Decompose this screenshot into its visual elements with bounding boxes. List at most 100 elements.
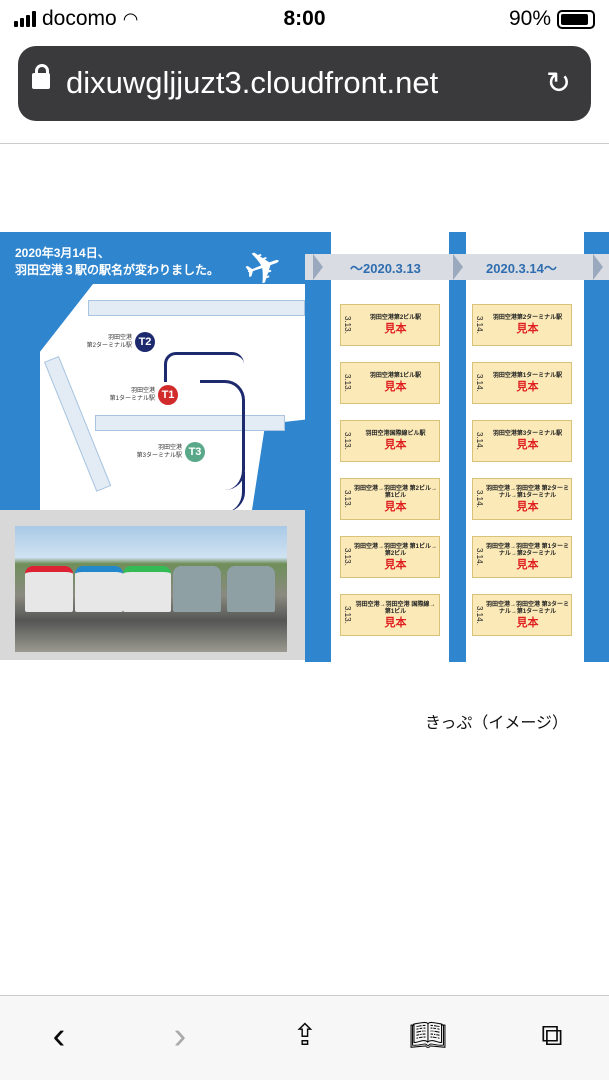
ticket: 3.13.羽田空港第2ビル駅見本 bbox=[340, 304, 440, 346]
runway bbox=[95, 415, 285, 431]
clock: 8:00 bbox=[283, 7, 326, 30]
train-car bbox=[25, 566, 73, 612]
ticket: 3.14.羽田空港→羽田空港 第1ターミナル→第2ターミナル見本 bbox=[472, 536, 572, 578]
signal-icon bbox=[14, 11, 36, 27]
ticket-body: 羽田空港第2ビル駅見本 bbox=[354, 315, 437, 335]
train-car bbox=[75, 566, 123, 612]
ticket-station: 羽田空港→羽田空港 第3ターミナル→第1ターミナル bbox=[486, 601, 570, 615]
ticket-station: 羽田空港第3ターミナル駅 bbox=[492, 431, 563, 437]
ticket-station: 羽田空港→羽田空港 第2ターミナル→第1ターミナル bbox=[486, 485, 570, 499]
before-date-label: 〜2020.3.13 bbox=[350, 261, 421, 276]
map-title-line1: 2020年3月14日、 bbox=[15, 246, 110, 260]
ticket-body: 羽田空港→羽田空港 第1ビル→第2ビル見本 bbox=[354, 544, 437, 571]
address-bar[interactable]: dixuwgljjuzt3.cloudfront.net ↻ bbox=[18, 46, 591, 121]
ticket-station: 羽田空港→羽田空港 第2ビル→第1ビル bbox=[354, 485, 438, 499]
ticket-date: 3.14. bbox=[475, 606, 484, 624]
sample-mark: 見本 bbox=[516, 616, 539, 629]
sample-mark: 見本 bbox=[516, 439, 539, 451]
share-button[interactable]: ⇪ bbox=[280, 1014, 330, 1058]
ticket-body: 羽田空港→羽田空港 第1ターミナル→第2ターミナル見本 bbox=[486, 544, 569, 571]
ticket-station: 羽田空港→羽田空港 国際線→第1ビル bbox=[355, 601, 436, 615]
sample-mark: 見本 bbox=[384, 558, 407, 571]
ticket-body: 羽田空港第1ビル駅見本 bbox=[354, 373, 437, 393]
wifi-icon: ◠ bbox=[122, 8, 139, 29]
ticket-station: 羽田空港→羽田空港 第1ターミナル→第2ターミナル bbox=[486, 543, 570, 557]
ticket-body: 羽田空港国際線ビル駅見本 bbox=[354, 431, 437, 451]
ticket-station: 羽田空港国際線ビル駅 bbox=[365, 431, 426, 437]
ticket-body: 羽田空港→羽田空港 第3ターミナル→第1ターミナル見本 bbox=[486, 602, 569, 629]
after-date-label: 2020.3.14〜 bbox=[486, 261, 557, 276]
ticket-date: 3.13. bbox=[343, 548, 352, 566]
url-domain[interactable]: dixuwgljjuzt3.cloudfront.net bbox=[66, 65, 439, 100]
browser-toolbar: ‹ › ⇪ 📖︎ ⧉ bbox=[0, 995, 609, 1080]
status-bar: docomo ◠ 8:00 90% bbox=[0, 0, 609, 40]
t3-label: 羽田空港 第3ターミナル駅 bbox=[136, 445, 182, 459]
ticket: 3.13.羽田空港→羽田空港 第1ビル→第2ビル見本 bbox=[340, 536, 440, 578]
tabs-icon: ⧉ bbox=[541, 1019, 563, 1052]
map-title-line2: 羽田空港３駅の駅名が変わりました。 bbox=[15, 263, 220, 277]
ticket-date: 3.13. bbox=[343, 374, 352, 392]
ticket: 3.14.羽田空港第2ターミナル駅見本 bbox=[472, 304, 572, 346]
share-icon: ⇪ bbox=[292, 1019, 318, 1052]
ticket-station: 羽田空港第1ターミナル駅 bbox=[492, 373, 563, 379]
ticket: 3.13.羽田空港第1ビル駅見本 bbox=[340, 362, 440, 404]
ticket-date: 3.13. bbox=[343, 606, 352, 624]
ticket-body: 羽田空港→羽田空港 国際線→第1ビル見本 bbox=[354, 602, 437, 629]
forward-button[interactable]: › bbox=[173, 1015, 187, 1057]
lock-icon bbox=[32, 64, 50, 89]
chevron-icon bbox=[593, 254, 603, 280]
ticket-station: 羽田空港第2ターミナル駅 bbox=[492, 315, 563, 321]
monorail-line bbox=[150, 472, 245, 510]
image-caption: きっぷ（イメージ） bbox=[425, 715, 569, 732]
battery-percent: 90% bbox=[508, 7, 551, 30]
train-car bbox=[173, 566, 221, 612]
sample-mark: 見本 bbox=[384, 381, 407, 393]
chevron-icon bbox=[313, 254, 323, 280]
monorail-line bbox=[164, 352, 244, 382]
ticket: 3.14.羽田空港第1ターミナル駅見本 bbox=[472, 362, 572, 404]
chevron-icon bbox=[453, 254, 463, 280]
book-icon: 📖︎ bbox=[408, 1019, 448, 1052]
reload-icon[interactable]: ↻ bbox=[545, 67, 571, 100]
sample-mark: 見本 bbox=[516, 500, 539, 513]
ticket: 3.13.羽田空港→羽田空港 国際線→第1ビル見本 bbox=[340, 594, 440, 636]
train-car bbox=[227, 566, 275, 612]
sample-mark: 見本 bbox=[516, 381, 539, 393]
train-car bbox=[123, 566, 171, 612]
monorail-line bbox=[200, 380, 245, 490]
t2-badge: T2 bbox=[135, 332, 155, 352]
ticket: 3.13.羽田空港→羽田空港 第2ビル→第1ビル見本 bbox=[340, 478, 440, 520]
ticket-station: 羽田空港第1ビル駅 bbox=[369, 373, 422, 379]
ticket-date: 3.13. bbox=[343, 316, 352, 334]
sample-mark: 見本 bbox=[384, 500, 407, 513]
ticket-date: 3.14. bbox=[475, 490, 484, 508]
battery-status: 90% bbox=[509, 7, 595, 31]
bookmarks-button[interactable]: 📖︎ bbox=[403, 1014, 453, 1058]
t1-badge: T1 bbox=[158, 385, 178, 405]
back-button[interactable]: ‹ bbox=[52, 1015, 66, 1057]
ticket-date: 3.14. bbox=[475, 316, 484, 334]
ticket-date: 3.13. bbox=[343, 432, 352, 450]
ticket: 3.14.羽田空港→羽田空港 第3ターミナル→第1ターミナル見本 bbox=[472, 594, 572, 636]
ticket-date: 3.14. bbox=[475, 548, 484, 566]
carrier-name: docomo bbox=[42, 7, 117, 30]
t1-label: 羽田空港 第1ターミナル駅 bbox=[109, 388, 155, 402]
ticket-body: 羽田空港→羽田空港 第2ターミナル→第1ターミナル見本 bbox=[486, 486, 569, 513]
t3-badge: T3 bbox=[185, 442, 205, 462]
ticket-station: 羽田空港→羽田空港 第1ビル→第2ビル bbox=[354, 543, 438, 557]
ticket: 3.13.羽田空港国際線ビル駅見本 bbox=[340, 420, 440, 462]
runway bbox=[88, 300, 305, 316]
tabs-button[interactable]: ⧉ bbox=[527, 1014, 577, 1058]
sample-mark: 見本 bbox=[384, 323, 407, 335]
sample-mark: 見本 bbox=[516, 323, 539, 335]
divider bbox=[0, 143, 609, 144]
ticket: 3.14.羽田空港→羽田空港 第2ターミナル→第1ターミナル見本 bbox=[472, 478, 572, 520]
monorail-photo bbox=[0, 510, 305, 660]
ticket-body: 羽田空港→羽田空港 第2ビル→第1ビル見本 bbox=[354, 486, 437, 513]
ticket-body: 羽田空港第1ターミナル駅見本 bbox=[486, 373, 569, 393]
ticket-date: 3.14. bbox=[475, 432, 484, 450]
ticket-date: 3.13. bbox=[343, 490, 352, 508]
ticket-body: 羽田空港第3ターミナル駅見本 bbox=[486, 431, 569, 451]
ticket-body: 羽田空港第2ターミナル駅見本 bbox=[486, 315, 569, 335]
